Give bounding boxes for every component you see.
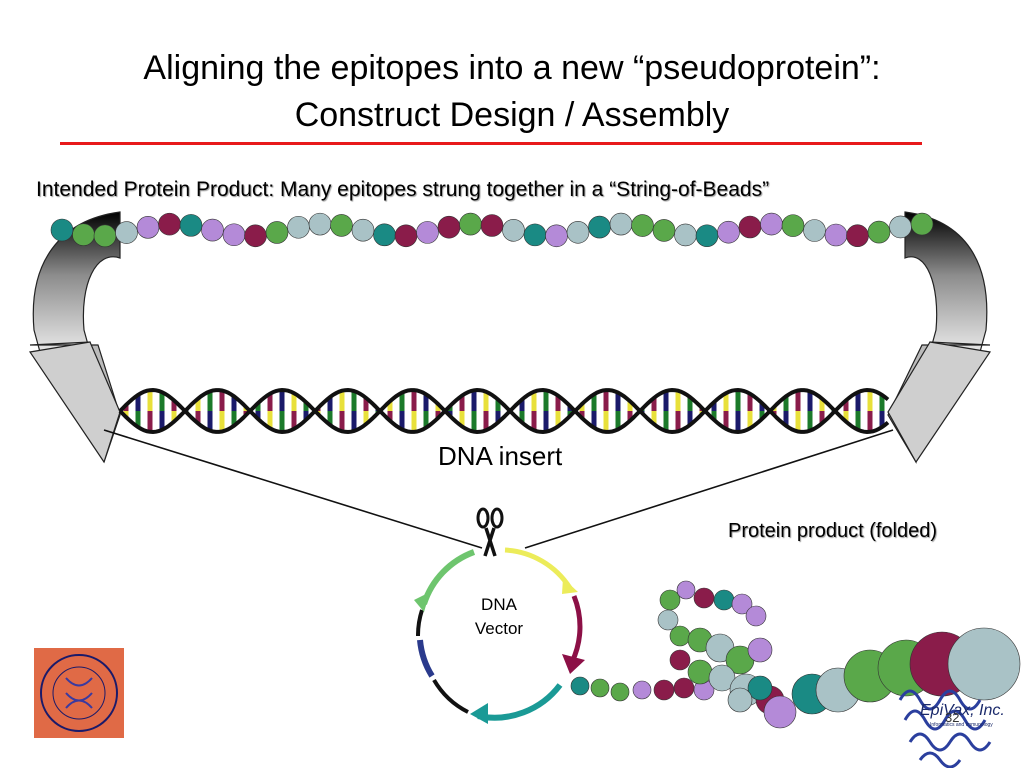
folded-bead <box>570 676 590 696</box>
folded-protein-beads <box>570 580 1021 729</box>
folded-bead <box>676 580 696 600</box>
epitope-bead <box>738 215 762 239</box>
epitope-bead <box>910 212 934 236</box>
folded-bead <box>632 680 652 700</box>
epitope-bead <box>72 223 95 246</box>
folded-bead <box>947 627 1021 701</box>
protein-ribbon-icon <box>898 689 992 768</box>
epitope-bead <box>244 224 267 248</box>
epitope-bead <box>480 214 504 237</box>
epitope-bead <box>867 220 891 244</box>
folded-bead <box>673 677 695 699</box>
folded-bead <box>727 687 753 713</box>
title-line-2: Construct Design / Assembly <box>294 96 730 134</box>
right-curved-arrow-icon <box>887 211 992 464</box>
insert-line-left <box>103 429 483 549</box>
epitope-bead <box>846 224 869 248</box>
epitope-bead <box>523 223 547 247</box>
folded-bead <box>590 678 610 698</box>
epitope-bead <box>222 223 246 247</box>
epitope-bead <box>330 214 353 237</box>
epitope-bead <box>889 215 912 239</box>
folded-bead <box>657 609 679 631</box>
folded-bead <box>610 682 630 702</box>
insert-line-right <box>524 429 894 549</box>
epitope-bead <box>824 223 848 247</box>
folded-bead <box>713 589 735 611</box>
epitope-bead <box>803 219 826 242</box>
title-underline <box>60 142 922 145</box>
folded-bead <box>747 675 773 701</box>
epitope-bead <box>631 214 654 237</box>
folded-bead <box>659 589 681 611</box>
dna-insert-label: DNA insert <box>438 441 563 471</box>
folded-bead <box>745 605 767 627</box>
epitope-bead <box>416 221 439 244</box>
epivax-logo-text: EpiVax, Inc. <box>920 702 1005 719</box>
left-curved-arrow-icon <box>28 211 121 464</box>
epitope-bead <box>695 224 719 248</box>
dna-double-helix <box>118 387 890 435</box>
epitope-bead <box>287 215 310 239</box>
epitope-bead <box>373 223 396 247</box>
folded-bead <box>763 695 797 729</box>
epitope-bead <box>674 223 697 247</box>
folded-bead <box>731 593 753 615</box>
protein-product-label: Protein product (folded) <box>728 520 938 542</box>
folded-bead <box>669 649 691 671</box>
dna-strand <box>118 387 890 435</box>
epitope-bead <box>566 220 590 244</box>
folded-bead <box>747 637 773 663</box>
epitope-bead <box>265 221 289 244</box>
epitope-bead <box>308 212 332 236</box>
scissors-icon <box>476 507 504 557</box>
epitope-bead <box>502 219 525 242</box>
folded-bead <box>687 659 713 685</box>
epitope-bead <box>93 224 117 248</box>
epitope-bead <box>351 218 375 242</box>
dna-vector-label-line2: Vector <box>474 619 524 638</box>
epitope-bead <box>437 215 461 239</box>
epitope-bead <box>115 221 138 244</box>
epitope-bead <box>50 218 74 242</box>
epitope-bead <box>394 224 418 248</box>
dna-strand <box>118 387 890 435</box>
epitope-bead <box>201 218 224 242</box>
lbma-logo <box>34 648 124 738</box>
dna-vector-label: DNA Vector <box>464 593 534 641</box>
intended-product-label: Intended Protein Product: Many epitopes … <box>36 178 770 201</box>
folded-bead <box>653 679 675 701</box>
epitope-bead <box>545 224 568 248</box>
folded-bead <box>669 625 691 647</box>
epitope-bead-strand <box>50 212 934 248</box>
epitope-bead <box>158 212 181 236</box>
folded-bead <box>693 587 715 609</box>
title-line-1: Aligning the epitopes into a new “pseudo… <box>143 49 881 87</box>
epitope-bead <box>136 216 160 239</box>
epitope-bead <box>459 212 482 236</box>
epitope-bead <box>609 212 633 236</box>
epitope-bead <box>717 220 740 244</box>
epivax-logo-subtitle: Informatics and Immunology <box>930 722 993 728</box>
page-number: 32 <box>945 710 960 725</box>
epitope-bead <box>781 214 805 237</box>
epitope-bead <box>760 212 783 236</box>
epitope-bead <box>652 219 676 242</box>
epitope-bead <box>588 215 611 239</box>
dna-vector-circle <box>414 547 585 724</box>
dna-vector-label-line1: DNA <box>481 595 517 614</box>
epitope-bead <box>179 214 203 237</box>
